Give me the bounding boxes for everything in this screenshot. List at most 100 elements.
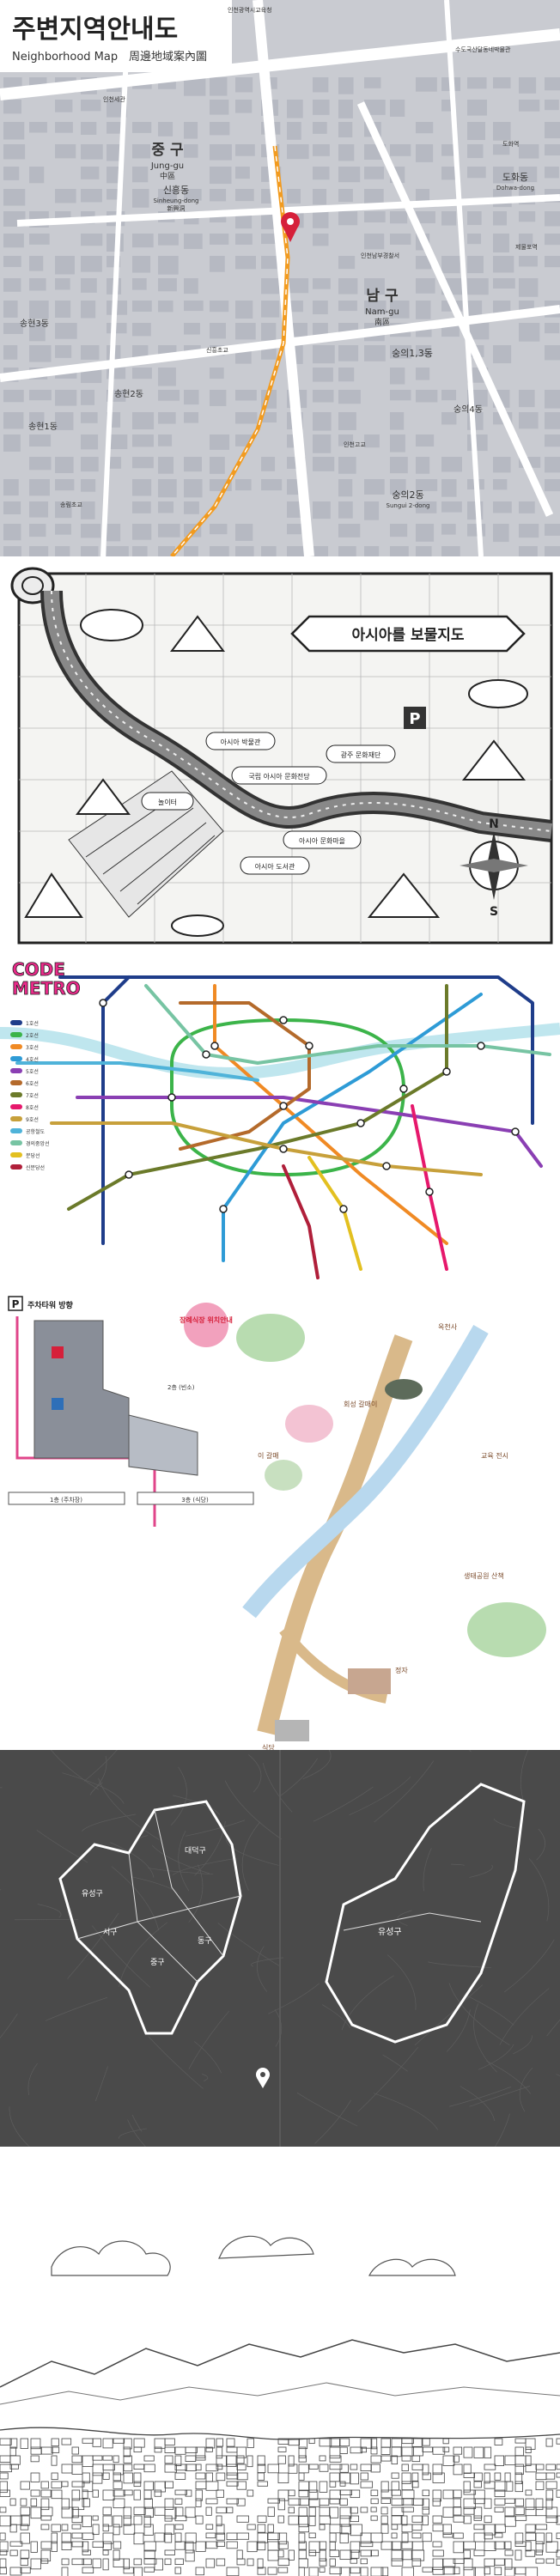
poi-label: 수도국산달동네박물관: [455, 46, 511, 53]
svg-text:Nam-gu: Nam-gu: [365, 307, 399, 317]
station-icon[interactable]: [279, 1102, 288, 1110]
station-icon[interactable]: [167, 1093, 176, 1102]
cloud-icon: [80, 609, 528, 937]
place-label: 아시아 박물관: [221, 738, 261, 746]
map-subtitle-en: Neighborhood Map: [12, 51, 118, 64]
legend-item: 3호선: [26, 1044, 39, 1051]
legend-swatch: [10, 1092, 22, 1097]
legend-item: 4호선: [26, 1056, 39, 1063]
legend-swatch: [10, 1164, 22, 1170]
legend-swatch: [10, 1032, 22, 1037]
map-subtitle-cn: 周邊地域案內圖: [129, 51, 207, 64]
guide-panel: P 주차타워 방향 2층 (빈소) 장례식장 위치안내 1층 (주차장) 3층 …: [0, 1286, 560, 1750]
station-icon[interactable]: [425, 1188, 434, 1196]
station-icon[interactable]: [477, 1042, 485, 1050]
place-label: 아시아 도서관: [255, 862, 295, 871]
station-icon[interactable]: [279, 1016, 288, 1024]
station-icon[interactable]: [399, 1084, 408, 1093]
legend-swatch: [10, 1044, 22, 1049]
guide-maps[interactable]: P 주차타워 방향 2층 (빈소) 장례식장 위치안내 1층 (주차장) 3층 …: [0, 1286, 560, 1750]
illustrated-label: 정자: [395, 1666, 408, 1674]
legend-swatch: [10, 1068, 22, 1073]
legend-item: 신분당선: [26, 1164, 45, 1171]
compass-rose-icon: N S: [460, 817, 528, 919]
floor-label: 1층 (주차장): [50, 1496, 82, 1504]
legend-swatch: [10, 1116, 22, 1121]
city-buildings: [0, 2438, 560, 2576]
mountains: [24, 615, 527, 918]
svg-text:南區: 南區: [374, 317, 390, 327]
svg-text:Sinheung-dong: Sinheung-dong: [153, 197, 198, 204]
dong-label-dohwa: 도화동 Dohwa-dong: [496, 172, 534, 191]
station-icon[interactable]: [202, 1050, 210, 1059]
legend-item: 9호선: [26, 1116, 39, 1123]
metro-map[interactable]: CODE METRO 1호선2호선3호선4호선5호선6호선7호선8호선9호선공항…: [0, 951, 560, 1286]
station-icon[interactable]: [442, 1067, 451, 1076]
station-icon[interactable]: [382, 1162, 391, 1170]
station-icon[interactable]: [279, 1145, 288, 1153]
station-icon[interactable]: [356, 1119, 365, 1127]
floor-guide: P 주차타워 방향 2층 (빈소) 장례식장 위치안내 1층 (주차장) 3층 …: [8, 1296, 254, 1527]
parking-icon: P: [404, 707, 426, 729]
banner-title: 아시아를 보물지도: [351, 627, 464, 644]
legend-swatch: [10, 1080, 22, 1085]
floor-side-label: 2층 (빈소): [167, 1383, 195, 1391]
station-icon[interactable]: [219, 1205, 228, 1213]
svg-text:P: P: [409, 710, 420, 728]
svg-text:新興洞: 新興洞: [167, 204, 186, 212]
building-icon: [275, 1720, 309, 1741]
coastline: [0, 2427, 560, 2440]
illustrated-label: 교육 전시: [481, 1451, 508, 1460]
dong-label-sungui4: 숭의4동: [453, 404, 483, 415]
district-label: 중구: [150, 1958, 165, 1967]
district-label-nam: 남 구 Nam-gu 南區: [365, 288, 399, 327]
illustrated-label: 생태공원 산책: [464, 1571, 504, 1580]
location-pin-icon[interactable]: [256, 2068, 270, 2088]
dong-label-sungui13: 숭의1,3동: [392, 348, 433, 359]
floor-marker: [52, 1398, 64, 1410]
treasure-map-panel: 아시아를 보물지도 P 아시아 박물관 놀이터 국립 아시아 문화전당 광주 문…: [0, 556, 560, 951]
svg-text:S: S: [490, 905, 498, 919]
location-marker-icon[interactable]: [281, 212, 300, 242]
svg-text:N: N: [489, 817, 499, 831]
legend-swatch: [10, 1128, 22, 1133]
svg-text:Jung-gu: Jung-gu: [150, 161, 184, 171]
place-label: 아시아 문화마을: [299, 836, 345, 845]
poi-label: 인천광역시교육청: [228, 6, 272, 14]
station-icon[interactable]: [511, 1127, 520, 1136]
cloud-icon: [51, 2235, 456, 2276]
legend-item: 경의중앙선: [26, 1140, 50, 1147]
floor-marker: [52, 1346, 64, 1358]
svg-text:Sungui 2-dong: Sungui 2-dong: [387, 502, 430, 509]
station-icon[interactable]: [99, 999, 107, 1007]
legend-item: 6호선: [26, 1080, 39, 1087]
neighborhood-map[interactable]: 주변지역안내도 Neighborhood Map 周邊地域案內圖 중 구 Jun…: [0, 0, 560, 556]
illustrated-map: 옥천사 회성 갈매이 이 갈매 교육 전시 생태공원 산책 정자 식당: [236, 1314, 546, 1750]
station-icon[interactable]: [210, 1042, 219, 1050]
legend-item: 1호선: [26, 1020, 39, 1027]
city-illustration-panel: [0, 2147, 560, 2576]
place-label: 광주 문화재단: [341, 750, 381, 759]
parking-direction-label: 주차타워 방향: [27, 1300, 74, 1310]
neighborhood-map-panel: 주변지역안내도 Neighborhood Map 周邊地域案內圖 중 구 Jun…: [0, 0, 560, 556]
banner-ribbon: 아시아를 보물지도: [290, 615, 526, 653]
district-label: 유성구: [82, 1889, 103, 1899]
tree-icon: [236, 1314, 546, 1657]
poi-label: 인천세관: [103, 95, 125, 103]
dong-label-songhyeon3: 송현3동: [20, 319, 49, 329]
district-maps[interactable]: 유성구 대덕구 서구 중구 동구 유성구: [0, 1750, 560, 2147]
illustrated-label: 식당: [262, 1743, 275, 1750]
svg-text:숭의2동: 숭의2동: [392, 489, 423, 501]
dong-label-sinheung: 신흥동 Sinheung-dong 新興洞: [153, 184, 198, 212]
station-icon[interactable]: [339, 1205, 348, 1213]
legend-swatch: [10, 1140, 22, 1145]
svg-text:METRO: METRO: [12, 978, 81, 999]
treasure-map[interactable]: 아시아를 보물지도 P 아시아 박물관 놀이터 국립 아시아 문화전당 광주 문…: [0, 556, 560, 951]
station-icon[interactable]: [125, 1170, 133, 1179]
station-icon[interactable]: [305, 1042, 313, 1050]
poi-label: 신흥초교: [206, 346, 228, 354]
svg-text:P: P: [12, 1298, 20, 1310]
metro-line-airport: [15, 1061, 259, 1082]
dong-label-songhyeon1: 송현1동: [28, 422, 58, 432]
place-label: 놀이터: [158, 798, 177, 806]
